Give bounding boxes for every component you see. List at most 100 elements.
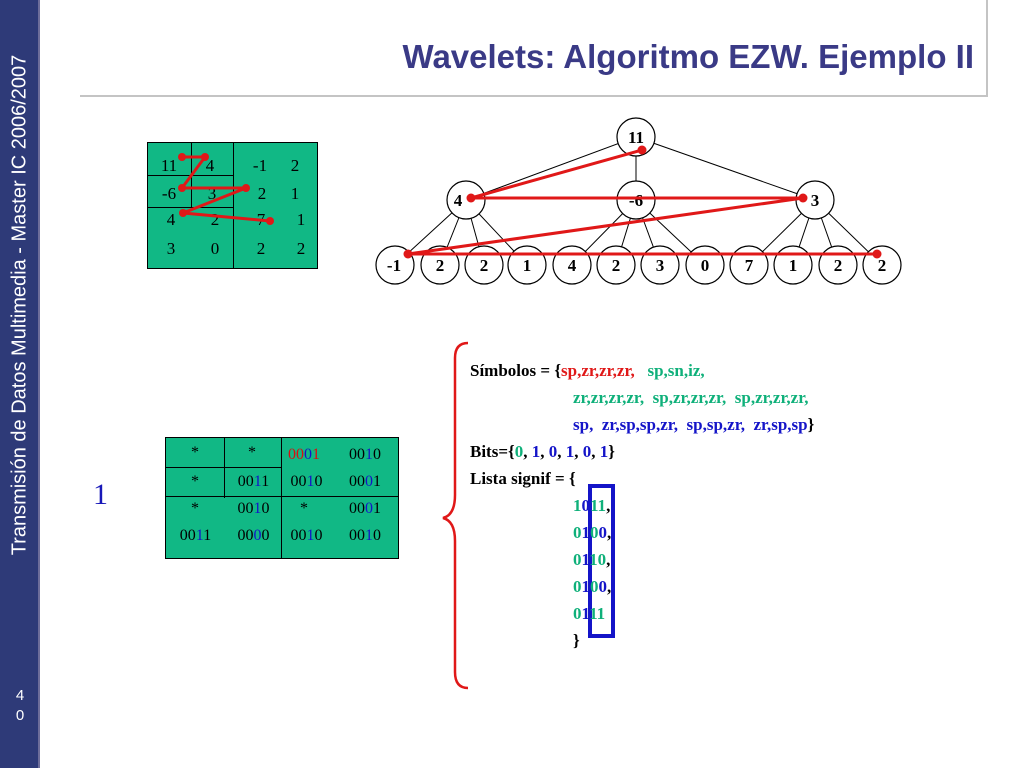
pass-number: 1 [93, 478, 108, 511]
slide-number-digit-2: 0 [15, 707, 25, 724]
grid-line [224, 496, 281, 497]
signif-close: } [573, 631, 580, 650]
tree-node-label: 11 [628, 128, 644, 147]
bits-line: Bits={0, 1, 0, 1, 0, 1} [470, 442, 615, 461]
bit-cell: * [300, 500, 308, 517]
signif-item: 0110, [573, 550, 611, 569]
tree-node [446, 180, 486, 220]
bit-cell: 0010 [290, 527, 323, 544]
highlight-box [588, 484, 615, 638]
tree-leaf-label: 1 [523, 256, 532, 275]
bit-value: 0 [582, 442, 592, 461]
matrix-cell: -1 [252, 156, 268, 175]
symbols-green: zr,zr,zr,zr, [573, 388, 645, 407]
bit-cell: 0000 [237, 527, 270, 544]
title-divider [80, 95, 988, 97]
matrix-cell: 2 [296, 239, 306, 258]
matrix-cell: 4 [166, 210, 176, 229]
tree-scan-dots [403, 145, 882, 259]
signif-item: 0100, [573, 577, 612, 596]
matrix-cell: 4 [205, 156, 215, 175]
signif-item: 1011, [573, 496, 611, 515]
grid-line [281, 438, 282, 558]
bit-cell-0001: 0001 [288, 446, 320, 463]
curly-brace [442, 341, 469, 690]
grid-line [233, 143, 234, 268]
symbols-close: } [807, 415, 815, 434]
grid-line [148, 207, 233, 208]
bits-label: Bits={ [470, 442, 515, 461]
bit-cell: 0010 [290, 473, 323, 490]
signif-item: 0111 [573, 604, 606, 623]
symbols-blue: sp, [573, 415, 594, 434]
tree-leaf-label: 2 [612, 256, 621, 275]
matrix-cell: -6 [161, 184, 177, 203]
tree-leaf-label: 2 [436, 256, 445, 275]
matrix-cell: 2 [256, 239, 266, 258]
bit-cell: * [191, 444, 199, 461]
slide-number: 4 0 [0, 686, 40, 726]
bit-value: 0 [548, 442, 558, 461]
tree-node [616, 180, 656, 220]
bit-value: 1 [531, 442, 541, 461]
symbols-blue: sp,sp,zr, [686, 415, 745, 434]
tree-leaf-label: 2 [480, 256, 489, 275]
tree-leaf-label: 2 [834, 256, 843, 275]
tree-leaf-label: 1 [789, 256, 798, 275]
tree-node-root [616, 117, 656, 157]
sidebar: Transmisión de Datos Multimedia - Master… [0, 0, 40, 768]
bit-cell: * [248, 444, 256, 461]
bit-cell: * [191, 500, 199, 517]
matrix-cell: 0 [210, 239, 220, 258]
symbols-label: Símbolos = { [470, 361, 562, 380]
tree-leaf-label: -1 [387, 256, 401, 275]
bit-cell: 0010 [349, 527, 381, 544]
title-divider-vertical [986, 0, 988, 97]
bit-value: 1 [565, 442, 575, 461]
symbols-line-1: Símbolos = {sp,zr,zr,zr, sp,sn,iz, [470, 357, 705, 384]
bit-cell: * [191, 473, 199, 490]
tree-node-label: 4 [454, 191, 463, 210]
matrix-cell: 1 [290, 184, 300, 203]
matrix-cell: 1 [296, 210, 306, 229]
matrix-cell: 2 [257, 184, 267, 203]
coefficient-matrix: 11 4 -1 2 -6 3 2 1 4 2 7 1 3 0 2 2 [147, 142, 318, 269]
matrix-cell: 11 [160, 156, 178, 175]
symbols-green: sp,sn,iz, [647, 361, 705, 380]
slide-title: Wavelets: Algoritmo EZW. Ejemplo II [402, 38, 974, 75]
slide-number-digit-1: 4 [15, 687, 25, 704]
tree-node-label: 3 [811, 191, 820, 210]
bit-cell: 0010 [349, 446, 381, 463]
bit-value: 0 [514, 442, 524, 461]
tree-scan-path [407, 148, 877, 256]
signif-label: Lista signif = { [470, 469, 576, 488]
bits-close: } [608, 442, 615, 461]
symbols-blue: zr,sp,sp [753, 415, 808, 434]
bit-cell: 0001 [349, 500, 381, 517]
symbols-blue: zr,sp,sp,zr, [601, 415, 679, 434]
matrix-scan-path [180, 155, 271, 223]
matrix-cell: 3 [166, 239, 176, 258]
matrix-cell: 2 [210, 210, 220, 229]
symbols-line-2: zr,zr,zr,zr, sp,zr,zr,zr, sp,zr,zr,zr, [573, 384, 808, 411]
grid-line [166, 496, 399, 497]
symbols-red: sp,zr,zr,zr, [561, 361, 635, 380]
grid-line [224, 438, 225, 498]
tree-leaf-label: 3 [656, 256, 665, 275]
bit-cell: 0011 [237, 473, 270, 490]
tree-leaf-label: 0 [701, 256, 710, 275]
matrix-scan-dots [178, 153, 274, 225]
matrix-cell: 2 [290, 156, 300, 175]
symbols-green: sp,zr,zr,zr, [734, 388, 809, 407]
tree-leaf-label: 7 [745, 256, 754, 275]
bit-cell: 0011 [179, 527, 212, 544]
symbols-line-3: sp, zr,sp,sp,zr, sp,sp,zr, zr,sp,sp} [573, 411, 814, 438]
symbols-green: sp,zr,zr,zr, [652, 388, 727, 407]
bit-value: 1 [599, 442, 609, 461]
bit-cell: 0001 [349, 473, 381, 490]
tree-node-label: -6 [629, 191, 643, 210]
bit-plane-matrix: * * 0001 0010 * 0011 0010 0001 * 0010 * … [165, 437, 399, 559]
matrix-cell: 3 [207, 184, 217, 203]
tree-leaf-label: 4 [568, 256, 577, 275]
